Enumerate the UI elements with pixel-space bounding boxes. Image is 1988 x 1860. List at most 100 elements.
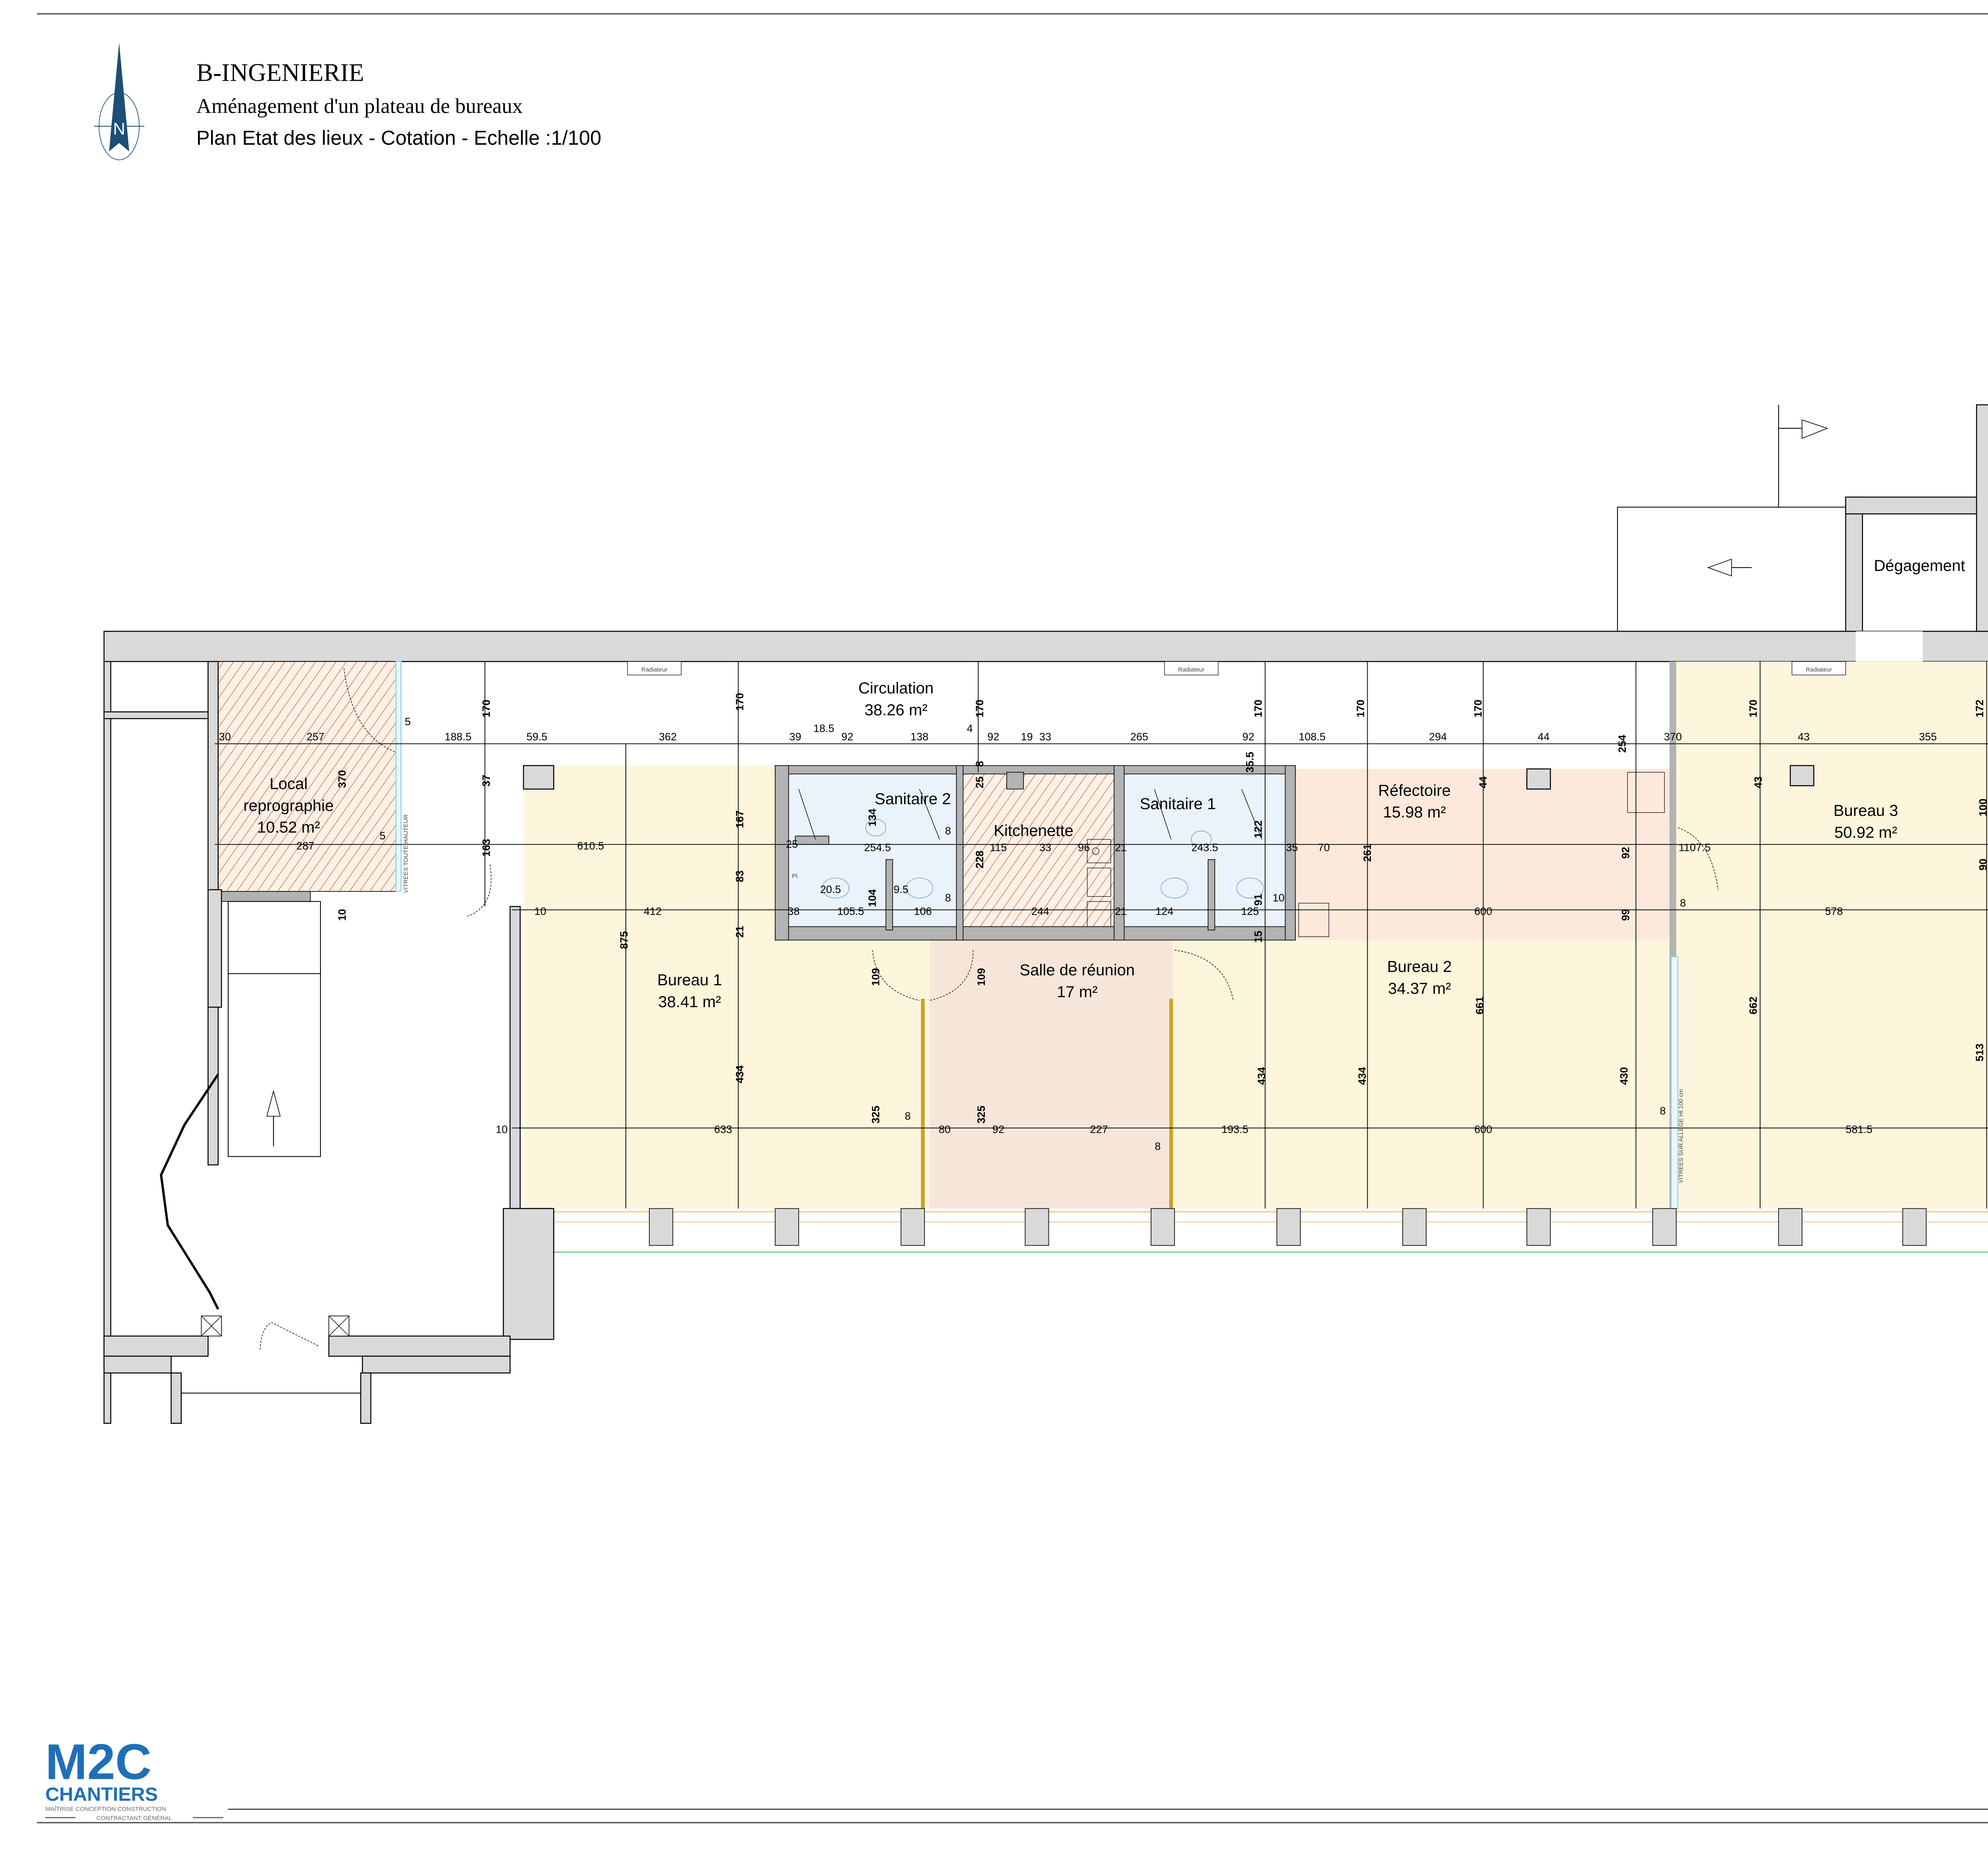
svg-text:257: 257: [307, 731, 324, 743]
svg-text:33: 33: [1039, 731, 1051, 743]
toilet-icons: [821, 819, 1264, 899]
svg-text:170: 170: [974, 699, 986, 717]
logo-chantiers: CHANTIERS: [45, 1784, 158, 1805]
svg-text:70: 70: [1318, 842, 1330, 854]
svg-text:44: 44: [1538, 731, 1549, 743]
svg-text:96: 96: [1078, 842, 1090, 854]
svg-text:325: 325: [975, 1106, 987, 1124]
room-degagement-label: Dégagement: [1874, 557, 1965, 575]
svg-text:434: 434: [734, 1065, 746, 1083]
room-local-repro-label-1: Local: [270, 775, 308, 793]
svg-text:35: 35: [1286, 842, 1298, 854]
svg-text:10: 10: [534, 905, 546, 917]
svg-text:44: 44: [1477, 777, 1489, 788]
svg-text:578: 578: [1825, 905, 1843, 917]
svg-text:35.5: 35.5: [1244, 752, 1256, 773]
svg-text:43: 43: [1798, 731, 1810, 743]
svg-text:10: 10: [1273, 892, 1285, 904]
room-kitchenette: [961, 772, 1116, 927]
north-label: N: [113, 120, 125, 138]
dimension-lines: [215, 661, 1988, 1209]
svg-text:106: 106: [914, 905, 932, 917]
svg-text:21: 21: [1115, 905, 1127, 917]
room-sanitaire-2-label: Sanitaire 2: [875, 790, 951, 808]
svg-text:38: 38: [788, 905, 800, 917]
room-bureau-1-label: Bureau 1: [657, 971, 722, 989]
svg-text:254.5: 254.5: [864, 842, 891, 854]
svg-text:355: 355: [1919, 731, 1937, 743]
svg-text:5: 5: [405, 716, 411, 728]
room-refectoire-area: 15.98 m²: [1383, 804, 1446, 821]
svg-text:633: 633: [714, 1124, 732, 1136]
svg-text:172: 172: [1974, 699, 1986, 717]
svg-text:8: 8: [945, 892, 951, 904]
arrow-left-icon: [1707, 559, 1752, 577]
svg-text:124: 124: [1155, 905, 1173, 917]
room-bureau-2: [1173, 940, 1675, 1209]
svg-text:92: 92: [1242, 731, 1254, 743]
svg-text:8: 8: [974, 761, 986, 767]
dimension-row-1: 30 257 5 188.5 59.5 362 39 18.5 92 138 4…: [219, 716, 1937, 743]
dimension-row-3: 10 412 38 105.5 106 8 244 21 124 125 10 …: [534, 892, 1843, 917]
room-kitchenette-label: Kitchenette: [994, 822, 1074, 840]
svg-text:434: 434: [1356, 1067, 1368, 1085]
company-title: B-INGENIERIE: [196, 59, 364, 87]
svg-text:108.5: 108.5: [1299, 731, 1326, 743]
svg-text:362: 362: [659, 731, 677, 743]
svg-text:265: 265: [1130, 731, 1148, 743]
logo-tagline-1: MAÎTRISE CONCEPTION CONSTRUCTION: [45, 1806, 166, 1813]
svg-text:10: 10: [496, 1124, 508, 1136]
svg-text:261: 261: [1361, 844, 1373, 862]
svg-text:875: 875: [618, 931, 630, 949]
entry-stair-zone: [103, 661, 554, 1424]
room-refectoire-label: Réfectoire: [1378, 782, 1451, 799]
svg-text:600: 600: [1474, 905, 1492, 917]
logo-m2c: M2C: [45, 1733, 151, 1790]
pl-tag: Pl.: [792, 873, 799, 880]
room-salle-reunion: [929, 940, 1173, 1209]
svg-text:170: 170: [1252, 699, 1264, 717]
svg-text:325: 325: [870, 1106, 881, 1124]
room-bureau-2-label: Bureau 2: [1387, 958, 1452, 976]
svg-text:193.5: 193.5: [1221, 1124, 1248, 1136]
south-facade: [509, 1208, 1988, 1253]
svg-text:412: 412: [644, 905, 662, 917]
svg-text:25: 25: [974, 777, 986, 788]
radiateur-tags: Radiateur Radiateur Radiateur: [627, 661, 1846, 676]
svg-text:581.5: 581.5: [1846, 1124, 1873, 1136]
svg-text:138: 138: [911, 731, 928, 743]
svg-text:37: 37: [480, 775, 492, 786]
svg-text:21: 21: [734, 926, 746, 938]
svg-text:100: 100: [1977, 798, 1988, 816]
svg-text:170: 170: [1747, 699, 1759, 717]
room-sanitaire-2: [788, 772, 962, 927]
svg-text:434: 434: [1256, 1067, 1268, 1085]
svg-text:8: 8: [1660, 1105, 1666, 1117]
svg-text:92: 92: [987, 731, 999, 743]
svg-text:8: 8: [1155, 1140, 1161, 1152]
m2c-logo: M2C CHANTIERS MAÎTRISE CONCEPTION CONSTR…: [45, 1733, 223, 1822]
doors: [344, 668, 1719, 1001]
svg-text:4: 4: [967, 722, 973, 734]
svg-text:18.5: 18.5: [813, 722, 835, 734]
logo-tagline-2: CONTRACTANT GÉNÉRAL: [97, 1815, 172, 1822]
svg-text:122: 122: [1252, 820, 1264, 838]
vitrees-allege-note-2: VITREES SUR ALLEGE Ht 100 cm: [1678, 1089, 1685, 1183]
svg-text:25: 25: [786, 838, 798, 850]
svg-text:91: 91: [1252, 894, 1264, 906]
svg-text:43: 43: [1752, 777, 1764, 788]
svg-text:134: 134: [866, 809, 878, 827]
svg-text:59.5: 59.5: [526, 731, 547, 743]
svg-text:33: 33: [1039, 842, 1051, 854]
svg-text:661: 661: [1474, 996, 1486, 1014]
arrow-up-icon: [266, 1089, 281, 1117]
svg-text:228: 228: [974, 850, 986, 868]
room-circulation-label: Circulation: [858, 680, 934, 697]
svg-text:1107.5: 1107.5: [1679, 842, 1711, 854]
svg-text:39: 39: [789, 731, 801, 743]
svg-text:Radiateur: Radiateur: [1178, 666, 1204, 673]
svg-text:170: 170: [1472, 699, 1484, 717]
svg-text:600: 600: [1474, 1124, 1492, 1136]
svg-text:15: 15: [1252, 931, 1264, 943]
